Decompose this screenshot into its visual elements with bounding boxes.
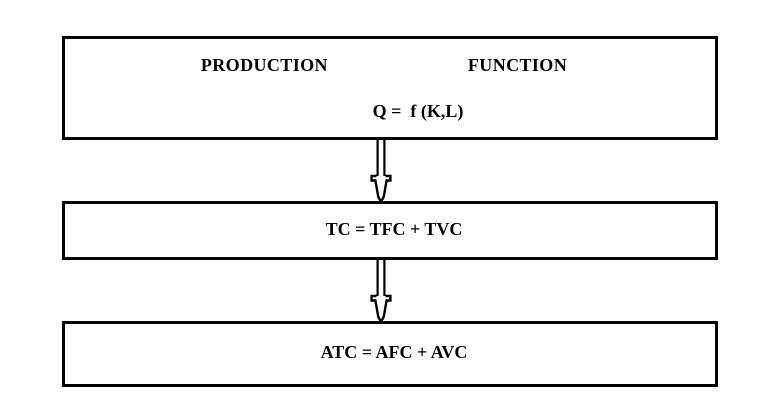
total-cost-formula-row: TC = TFC + TVC — [65, 219, 715, 240]
box-average-cost: ATC = AFC + AVC — [62, 321, 718, 387]
box-production-function: PRODUCTION FUNCTION Q = f (K,L) — [62, 36, 718, 140]
heading-production-label: PRODUCTION — [200, 55, 328, 75]
down-block-arrow-icon — [362, 139, 400, 202]
heading-function-label: FUNCTION — [467, 55, 568, 75]
production-function-formula: Q = f (K,L) — [372, 101, 464, 121]
production-function-heading: PRODUCTION FUNCTION — [65, 55, 715, 76]
arrow-production-to-total — [362, 139, 400, 202]
box-total-cost: TC = TFC + TVC — [62, 201, 718, 260]
average-cost-formula: ATC = AFC + AVC — [320, 342, 468, 362]
production-function-formula-row: Q = f (K,L) — [65, 101, 715, 122]
total-cost-formula: TC = TFC + TVC — [325, 219, 463, 239]
average-cost-formula-row: ATC = AFC + AVC — [65, 342, 715, 363]
arrow-total-to-average — [362, 259, 400, 322]
down-block-arrow-icon — [362, 259, 400, 322]
